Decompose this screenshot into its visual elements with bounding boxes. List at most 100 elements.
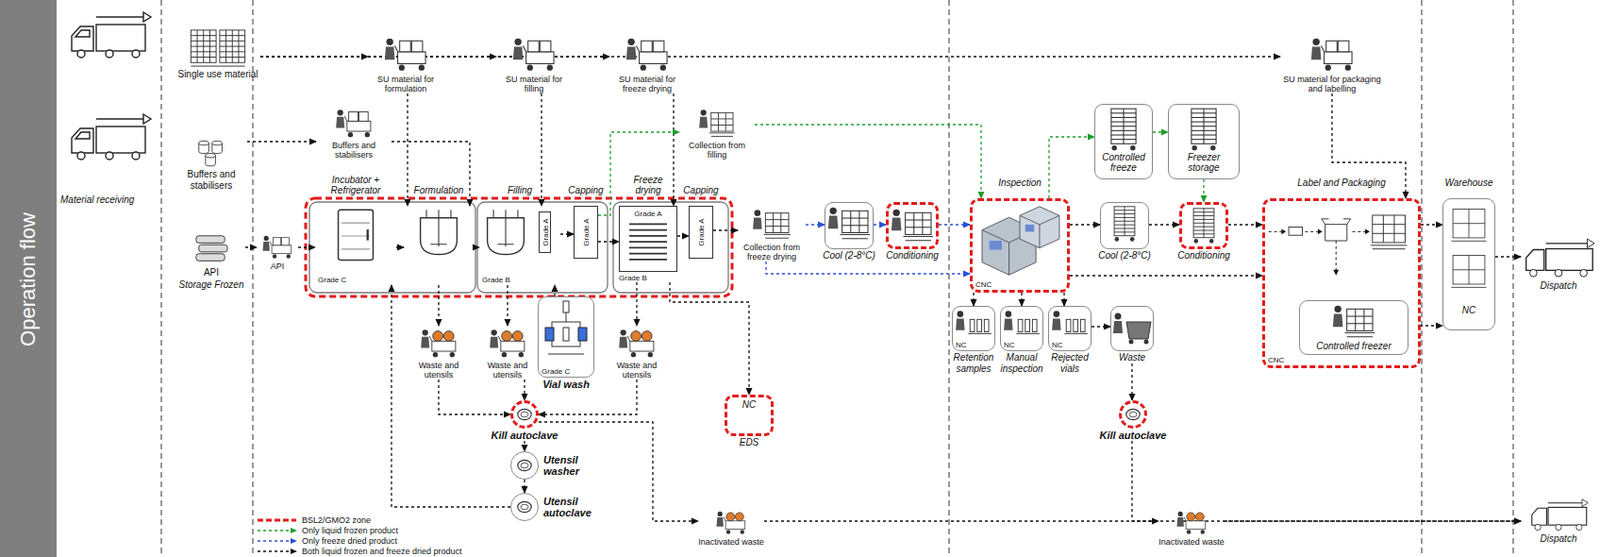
drawing-part <box>921 212 923 234</box>
grade-room <box>309 201 729 293</box>
drawing-part <box>400 40 412 52</box>
drawing-part <box>517 459 532 470</box>
drawing-part <box>828 216 839 230</box>
process-node: CNCInspection <box>969 198 1070 293</box>
drawing-part <box>349 111 359 121</box>
receiving-truck <box>71 114 151 160</box>
node-label: Collection from freeze drying <box>737 242 806 262</box>
node-frame <box>603 325 670 360</box>
drawing-part <box>1347 316 1373 317</box>
drawing-part <box>341 222 370 250</box>
drawing-part <box>199 140 210 145</box>
drawing-part <box>290 527 298 534</box>
legend-text: Only liquid frozen product <box>301 525 399 535</box>
rack-icon <box>1095 106 1152 152</box>
pal-icon <box>888 206 936 245</box>
drawing-part <box>1114 206 1135 236</box>
flow-connector <box>1063 292 1065 306</box>
drawing-part <box>1326 40 1338 52</box>
node-label: CNC <box>975 280 992 289</box>
drawing-part <box>1193 230 1215 232</box>
drawing-part <box>699 116 708 129</box>
drawing-part <box>1335 240 1337 272</box>
drawing-part <box>432 340 456 351</box>
drawing-part <box>1191 138 1217 140</box>
drawing-part <box>905 212 932 234</box>
node-frame: Utensil washer <box>510 450 539 480</box>
drawing-part <box>652 40 665 52</box>
drawing-part <box>132 151 140 160</box>
drawing-part <box>75 132 90 139</box>
drawing-part <box>501 351 507 357</box>
drawing-part <box>520 411 529 417</box>
node-frame <box>367 33 444 74</box>
node-label: NC <box>1460 304 1478 316</box>
node-label: Grade A <box>697 217 706 246</box>
drawing-part <box>1193 218 1215 220</box>
pal-icon <box>679 107 755 140</box>
drawing-part <box>842 217 868 219</box>
drawing-part <box>520 503 529 510</box>
drawing-part <box>955 317 965 330</box>
node-frame: NC <box>724 394 774 436</box>
drawing-part <box>840 234 871 239</box>
drawing-part <box>1372 233 1406 234</box>
drawing-part <box>711 117 734 119</box>
drawing-part <box>199 244 228 252</box>
flow-connector <box>1020 292 1022 306</box>
circ-icon <box>513 402 536 426</box>
flow-connector <box>523 379 525 400</box>
drawing-part <box>1363 308 1365 331</box>
drawing-part <box>700 109 707 116</box>
node-frame <box>737 205 806 242</box>
drawing-part <box>338 209 374 260</box>
process-node: CNCLabel and PackagingControlled freezer <box>1262 198 1421 368</box>
drawing-part <box>190 34 217 36</box>
drawing-part <box>271 245 292 254</box>
legend-text: Both liquid frozen and freeze dried prod… <box>301 546 463 556</box>
drawing-part <box>1530 268 1538 277</box>
process-node: Utensil autoclave <box>510 492 539 521</box>
process-node: Conditioning <box>885 201 939 262</box>
process-node: Inactivated waste <box>1158 507 1225 547</box>
drawing-part <box>426 209 451 247</box>
drawing-part <box>1114 220 1135 222</box>
drawing-part <box>626 47 637 61</box>
truck-icon <box>1520 237 1597 280</box>
drawing-part <box>219 30 246 63</box>
node-frame <box>256 232 299 261</box>
node-frame: Grade C <box>315 205 397 285</box>
drawing-part <box>1126 321 1151 339</box>
cart-icon <box>316 107 392 140</box>
drawing-part <box>629 229 667 232</box>
drawing-part <box>1555 523 1562 530</box>
drawing-part <box>384 47 396 61</box>
drawing-part <box>563 300 569 313</box>
receiving-truck <box>71 12 151 58</box>
flow-connector <box>972 292 974 306</box>
drawing-part <box>709 133 735 137</box>
drawing-part <box>1183 516 1186 520</box>
node-label: EDS <box>720 436 778 449</box>
bsl2-zone <box>305 198 733 297</box>
flow-connector <box>1069 223 1100 225</box>
node-frame <box>1118 400 1148 429</box>
drawing-part <box>77 50 85 58</box>
drawing-part <box>498 335 501 341</box>
drawing-part <box>631 331 642 342</box>
drawing-part <box>286 253 291 258</box>
drawing-part <box>518 351 524 357</box>
node-label: Waste <box>1108 351 1156 364</box>
node-label: Buffers and stabilisers <box>175 168 248 192</box>
drawing-part <box>411 40 423 52</box>
drawing-part <box>418 65 425 71</box>
drawing-part <box>348 132 353 137</box>
flow-connector <box>669 282 750 395</box>
drawing-part <box>765 225 789 227</box>
drawing-part <box>1113 320 1123 334</box>
drawing-part <box>1333 305 1341 313</box>
process-node: Utensil washer <box>510 450 539 480</box>
node-label: Conditioning <box>1173 250 1234 262</box>
node-frame <box>177 230 246 267</box>
drawing-part <box>309 201 476 293</box>
